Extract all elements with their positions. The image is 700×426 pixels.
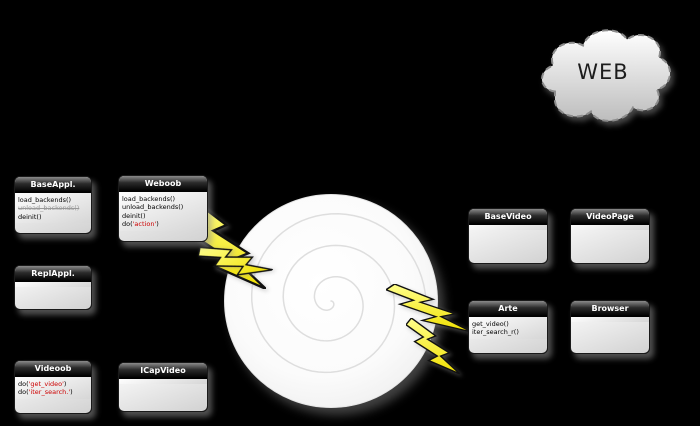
method-arg: 'get_video' — [28, 380, 64, 388]
uml-class-baseappl-body: load_backends() unload_backends() deinit… — [15, 193, 91, 224]
method-suffix: ) — [156, 220, 159, 229]
uml-class-baseappl-title: BaseAppl. — [15, 177, 91, 193]
method-arg: 'action' — [132, 220, 157, 229]
method-unload-backends: unload_backends() — [122, 203, 184, 212]
uml-class-weboob: Weboob load_backends() unload_backends()… — [118, 175, 208, 242]
uml-class-videoob-title: Videoob — [15, 361, 91, 377]
lightning-bolt-icon — [406, 318, 460, 374]
uml-class-weboob-body: load_backends() unload_backends() deinit… — [119, 192, 207, 231]
uml-class-baseappl: BaseAppl. load_backends() unload_backend… — [14, 176, 92, 234]
web-cloud-label: WEB — [577, 60, 629, 84]
method-do-action: do('action') — [122, 220, 204, 228]
method-iter-search-r: iter_search_r() — [472, 328, 519, 337]
lightning-bolt-icon — [386, 284, 472, 332]
uml-class-arte-body: get_video() iter_search_r() — [469, 317, 547, 339]
uml-class-replappl-body — [15, 282, 91, 287]
method-unload-backends: unload_backends() — [18, 204, 80, 213]
uml-class-browser: Browser — [570, 300, 650, 354]
central-hub-spiral — [224, 194, 438, 408]
method-prefix: do( — [18, 380, 29, 388]
uml-class-arte-title: Arte — [469, 301, 547, 317]
method-deinit: deinit() — [18, 212, 42, 221]
uml-class-videoob: Videoob do('get_video') do('iter_search.… — [14, 360, 92, 414]
uml-class-basevideo-body — [469, 225, 547, 230]
method-deinit: deinit() — [122, 211, 146, 220]
method-do-iter-search: do('iter_search.') — [18, 388, 88, 396]
uml-class-browser-title: Browser — [571, 301, 649, 317]
uml-class-replappl: ReplAppl. — [14, 265, 92, 310]
uml-class-videoob-body: do('get_video') do('iter_search.') — [15, 377, 91, 399]
method-arg: 'iter_search.' — [28, 388, 71, 397]
method-prefix: do( — [18, 388, 29, 397]
method-get-video: get_video() — [472, 320, 509, 328]
lightning-bolt-icon — [197, 246, 274, 276]
spiral-icon — [250, 213, 427, 374]
method-load-backends: load_backends() — [122, 195, 176, 203]
uml-class-replappl-title: ReplAppl. — [15, 266, 91, 282]
uml-class-icapvideo-body — [119, 379, 207, 384]
uml-class-videopage-title: VideoPage — [571, 209, 649, 225]
uml-class-basevideo-title: BaseVideo — [469, 209, 547, 225]
uml-class-basevideo: BaseVideo — [468, 208, 548, 264]
method-do-get-video: do('get_video') — [18, 380, 88, 388]
method-load-backends: load_backends() — [18, 196, 72, 204]
method-prefix: do( — [122, 220, 133, 229]
uml-class-icapvideo-title: ICapVideo — [119, 363, 207, 379]
method-suffix: ) — [70, 388, 73, 397]
method-suffix: ) — [63, 380, 67, 388]
uml-class-videopage-body — [571, 225, 649, 230]
uml-class-icapvideo: ICapVideo — [118, 362, 208, 412]
uml-class-browser-body — [571, 317, 649, 322]
uml-class-videopage: VideoPage — [570, 208, 650, 264]
uml-class-arte: Arte get_video() iter_search_r() — [468, 300, 548, 354]
web-cloud-icon — [541, 29, 671, 122]
uml-class-weboob-title: Weboob — [119, 176, 207, 192]
